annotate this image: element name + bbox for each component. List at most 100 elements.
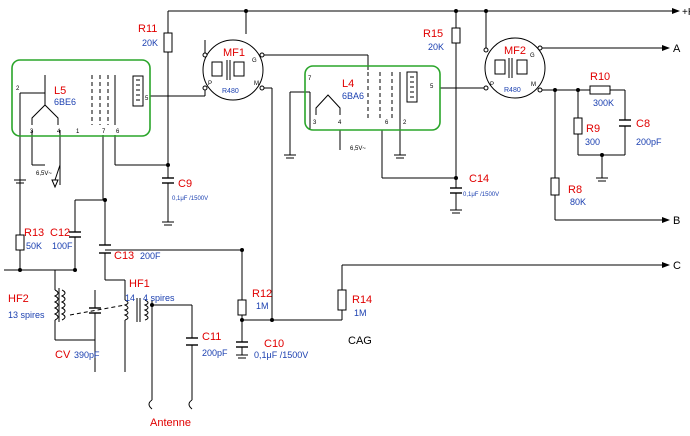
r9-ref: R9 <box>586 123 600 135</box>
l4-ref: L4 <box>342 78 354 90</box>
r11-value: 20K <box>142 38 158 48</box>
c14-value: 0,1μF /1500V <box>463 192 499 198</box>
r10-value: 300K <box>593 98 614 108</box>
r12-ref: R12 <box>252 288 272 300</box>
c9-value: 0,1μF /1500V <box>172 196 208 202</box>
transformer-mf2: MF2 R480 G P M <box>483 37 546 99</box>
cv-ref: CV <box>55 349 71 361</box>
hf1-value: 4 spires <box>143 293 175 303</box>
b-label: B <box>673 215 680 227</box>
l5-pin-2: 2 <box>16 86 20 92</box>
l5-pin-6: 6 <box>116 129 120 135</box>
ground-l5-heater <box>14 170 26 184</box>
cag-label: CAG <box>348 335 372 347</box>
ground-c10 <box>236 354 248 359</box>
wiring <box>10 10 672 400</box>
c12-value: 100F <box>52 241 73 251</box>
r14-ref: R14 <box>352 294 372 306</box>
mf2-pin-p: P <box>490 82 494 88</box>
mf1-pin-g: G <box>252 58 257 64</box>
hf1-pin: 14 <box>125 293 135 303</box>
l5-pin-4: 4 <box>57 129 61 135</box>
mf1-pin-m: M <box>254 81 259 87</box>
r14-value: 1M <box>354 308 367 318</box>
l5-pin-1: 1 <box>76 129 80 135</box>
hf2-ref: HF2 <box>8 293 29 305</box>
l4-heater: 6,5V~ <box>350 146 366 152</box>
antenna-terminals: Antenne <box>148 372 193 429</box>
hf1-ref: HF1 <box>129 278 150 290</box>
c11-value: 200pF <box>202 348 228 358</box>
l4-pin-5: 5 <box>430 84 434 90</box>
hf2-value: 13 spires <box>8 310 45 320</box>
ground-rc <box>596 177 608 182</box>
r12-value: 1M <box>256 301 269 311</box>
ground-c9 <box>162 221 174 226</box>
r11-ref: R11 <box>138 23 157 35</box>
l5-pin-7: 7 <box>102 129 106 135</box>
ht-label: +HT <box>682 7 690 18</box>
l5-ref: L5 <box>54 85 66 97</box>
c13-value: 200F <box>140 251 161 261</box>
tube-l5: L5 6BE6 2 3 4 1 7 6 5 6,5V~ <box>11 59 151 177</box>
ground-c14 <box>450 209 462 214</box>
l5-value: 6BE6 <box>54 97 76 107</box>
r14-body <box>337 289 347 311</box>
a-label: A <box>673 43 681 55</box>
l4-pin-4: 4 <box>338 120 342 126</box>
r10-body <box>589 85 611 95</box>
mf1-pin-p: P <box>208 81 212 87</box>
c13-ref: C13 <box>114 250 134 262</box>
c11-ref: C11 <box>202 331 221 343</box>
grounds <box>4 154 608 359</box>
output-terminals: +HT A B C <box>662 7 690 272</box>
r13-value: 50K <box>26 241 42 251</box>
resistors <box>15 27 611 316</box>
l4-pin-6: 6 <box>385 120 389 126</box>
c9-ref: C9 <box>178 178 192 190</box>
l5-pin-5: 5 <box>145 96 149 102</box>
a-arrow <box>662 45 670 51</box>
ground-l4-b <box>394 154 406 159</box>
r8-ref: R8 <box>568 184 582 196</box>
mf1-value: R480 <box>222 88 239 95</box>
r13-body <box>15 234 25 251</box>
c10-ref: C10 <box>264 338 284 350</box>
heater-arrow-l5 <box>51 179 59 189</box>
r15-body <box>451 27 461 44</box>
ht-arrow <box>672 8 680 14</box>
mf2-pin-g: G <box>530 53 535 59</box>
c14-ref: C14 <box>469 173 489 185</box>
mf2-value: R480 <box>504 87 521 94</box>
cv-value: 390pF <box>74 350 100 360</box>
l4-pin-2: 2 <box>403 120 407 126</box>
r8-body <box>550 177 560 196</box>
coil-hf2 <box>53 288 66 322</box>
r8-value: 80K <box>570 197 586 207</box>
capacitors <box>69 119 631 348</box>
l4-value: 6BA6 <box>342 91 364 101</box>
l5-pin-3: 3 <box>30 129 34 135</box>
component-labels: R11 20K R15 20K R10 300K R9 300 C8 200pF… <box>8 23 662 361</box>
r15-ref: R15 <box>423 28 443 40</box>
mf1-ref: MF1 <box>223 47 245 59</box>
r15-value: 20K <box>428 42 444 52</box>
ground-l4 <box>284 154 296 159</box>
r11-body <box>163 32 173 53</box>
c8-value: 200pF <box>636 137 662 147</box>
r9-body <box>573 117 583 135</box>
transformer-mf1: MF1 R480 G P M <box>202 39 265 101</box>
l4-pin-7: 7 <box>308 76 312 82</box>
c8-ref: C8 <box>636 118 650 130</box>
b-arrow <box>662 217 670 223</box>
coil-hf1 <box>123 298 149 322</box>
r10-ref: R10 <box>590 71 610 83</box>
c12-ref: C12 <box>50 227 70 239</box>
antenna-label: Antenne <box>150 417 191 429</box>
c-label: C <box>673 260 681 272</box>
l4-pin-3: 3 <box>313 120 317 126</box>
l5-heater: 6,5V~ <box>36 171 52 177</box>
r9-value: 300 <box>585 137 600 147</box>
mf2-ref: MF2 <box>504 45 526 57</box>
